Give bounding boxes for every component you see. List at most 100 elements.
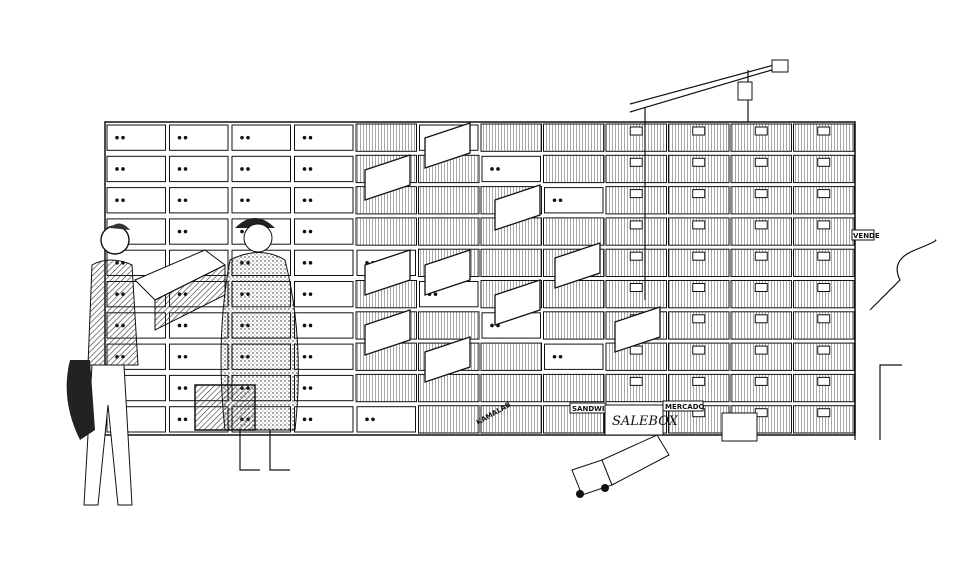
open-drawer <box>424 122 471 169</box>
box-keyhole <box>177 323 182 328</box>
apartment-cell <box>543 154 605 184</box>
window <box>817 283 831 292</box>
window <box>629 126 643 136</box>
box-keyhole <box>308 167 313 171</box>
window <box>754 376 768 386</box>
box-keyhole <box>177 135 182 140</box>
box-keyhole <box>115 198 119 203</box>
deposit-box <box>106 155 166 183</box>
apartment-cell <box>668 217 730 246</box>
window <box>692 251 706 261</box>
apartment-cell <box>543 311 605 340</box>
box-keyhole <box>308 292 313 296</box>
box-keyhole <box>558 198 563 203</box>
apartment-cell <box>480 248 542 277</box>
box-keyhole <box>302 229 307 234</box>
window <box>692 345 706 355</box>
box-keyhole <box>240 229 244 234</box>
box-keyhole <box>121 135 125 140</box>
apartment-cell <box>480 123 542 152</box>
open-drawer <box>494 184 541 231</box>
box-keyhole <box>183 323 188 328</box>
deposit-box <box>294 187 354 214</box>
apartment-cell <box>668 154 730 184</box>
box-keyhole <box>490 323 494 328</box>
box-keyhole <box>308 229 313 234</box>
open-drawer <box>614 306 661 353</box>
box-keyhole <box>115 135 119 140</box>
window <box>692 189 706 199</box>
window <box>817 314 831 324</box>
box-keyhole <box>433 292 438 296</box>
window <box>629 189 643 199</box>
window <box>754 126 768 136</box>
apartment-cell <box>355 123 417 152</box>
box-keyhole <box>308 417 313 422</box>
box-keyhole <box>302 386 307 390</box>
delivery-truck <box>571 412 758 498</box>
box-keyhole <box>177 386 182 390</box>
box-keyhole <box>496 167 500 171</box>
box-keyhole <box>246 198 250 203</box>
apartment-cell <box>480 342 542 371</box>
box-keyhole <box>183 135 188 140</box>
apartment-cell <box>543 373 605 403</box>
window <box>692 157 706 167</box>
apartment-cell <box>418 217 480 246</box>
box-keyhole <box>121 198 125 203</box>
window <box>817 408 831 418</box>
window <box>692 220 706 230</box>
box-keyhole <box>371 417 375 422</box>
box-keyhole <box>308 198 313 203</box>
window <box>629 220 643 230</box>
box-keyhole <box>302 261 307 265</box>
box-keyhole <box>308 135 313 140</box>
window <box>754 220 768 230</box>
crane <box>629 59 789 300</box>
apartment-cell <box>418 186 480 215</box>
window <box>629 283 643 292</box>
apartment-cell <box>480 373 542 403</box>
apartment-cell <box>605 217 667 246</box>
window <box>754 157 768 167</box>
apartment-cell <box>668 373 730 403</box>
box-keyhole <box>177 229 182 234</box>
open-drawer <box>424 249 471 296</box>
wall-sign-vende: VENDE <box>853 232 880 240</box>
window <box>817 220 831 230</box>
box-keyhole <box>115 167 119 171</box>
deposit-box <box>106 187 166 214</box>
box-keyhole <box>183 417 188 422</box>
box-keyhole <box>177 167 182 171</box>
box-keyhole <box>302 135 307 140</box>
box-keyhole <box>246 167 250 171</box>
box-keyhole <box>308 354 313 359</box>
box-keyhole <box>183 198 188 203</box>
box-keyhole <box>177 198 182 203</box>
window <box>629 157 643 167</box>
apartment-cell <box>793 311 855 340</box>
window <box>817 157 831 167</box>
window <box>817 126 831 136</box>
box-keyhole <box>240 198 244 203</box>
window <box>754 189 768 199</box>
window <box>754 283 768 292</box>
shop-signs: KAMALAB SANDWICH SALEBOX MERCADO VENDE <box>475 229 880 436</box>
deposit-box <box>294 124 354 151</box>
box-keyhole <box>558 354 563 359</box>
window <box>629 345 643 355</box>
box-keyhole <box>365 417 369 422</box>
box-keyhole <box>183 167 188 171</box>
apartment-cell <box>355 217 417 246</box>
box-keyhole <box>183 229 188 234</box>
open-drawer <box>424 336 471 383</box>
window <box>817 251 831 261</box>
window <box>692 126 706 136</box>
window <box>692 376 706 386</box>
window <box>629 376 643 386</box>
apartment-cell <box>543 123 605 152</box>
box-keyhole <box>121 167 125 171</box>
window <box>754 251 768 261</box>
box-keyhole <box>246 135 250 140</box>
